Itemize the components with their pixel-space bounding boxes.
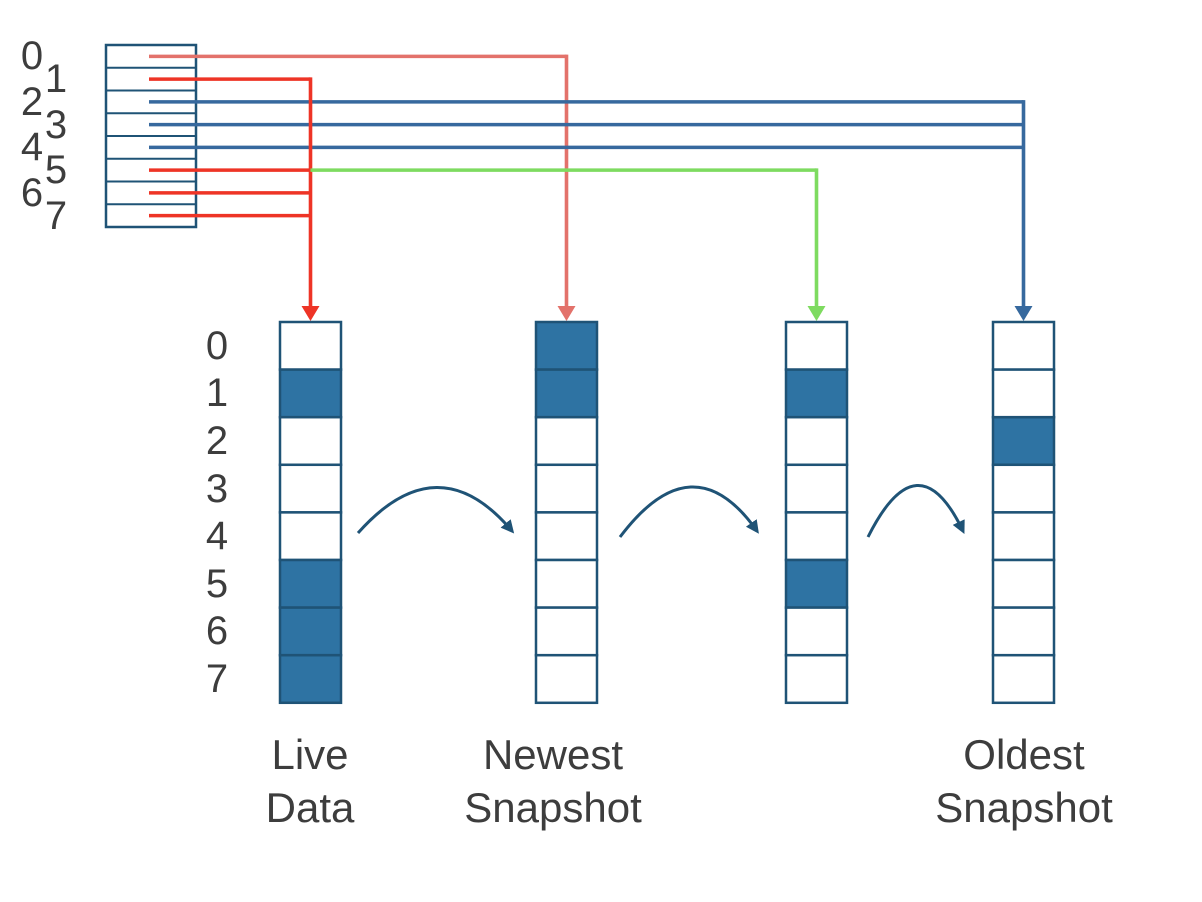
live-data-cell-2 <box>278 415 343 467</box>
middle-snapshot-cell-2 <box>784 415 849 467</box>
flow-arc-middle-snapshot-to-oldest-snapshot <box>866 484 965 538</box>
oldest-snapshot-cell-2 <box>991 415 1056 467</box>
flow-arc-live-data-to-newest-snapshot <box>356 486 515 534</box>
live-data-cell-6 <box>278 606 343 657</box>
live-data-cell-7 <box>278 653 343 705</box>
oldest-snapshot-cell-4 <box>991 511 1056 562</box>
live-data-cell-5 <box>278 558 343 609</box>
oldest-snapshot-cell-7 <box>991 653 1056 705</box>
down-arrowhead-red <box>301 306 320 321</box>
live-data-cell-1 <box>278 368 343 419</box>
middle-snapshot-cell-1 <box>784 368 849 419</box>
newest-snapshot-cell-3 <box>534 463 599 514</box>
down-arrowhead-blue <box>1014 306 1033 321</box>
newest-snapshot-cell-7 <box>534 653 599 705</box>
down-arrowhead-salmon <box>557 306 576 321</box>
oldest-snapshot-cell-5 <box>991 558 1056 609</box>
middle-snapshot-cell-3 <box>784 463 849 514</box>
down-arrowhead-green <box>807 306 826 321</box>
newest-snapshot-cell-6 <box>534 606 599 657</box>
oldest-snapshot-cell-6 <box>991 606 1056 657</box>
middle-snapshot-cell-7 <box>784 653 849 705</box>
live-data-cell-0 <box>278 320 343 371</box>
middle-snapshot-cell-0 <box>784 320 849 371</box>
newest-snapshot-cell-0 <box>534 320 599 371</box>
newest-snapshot-cell-2 <box>534 415 599 467</box>
oldest-snapshot-cell-1 <box>991 368 1056 419</box>
oldest-snapshot-cell-3 <box>991 463 1056 514</box>
live-data-cell-3 <box>278 463 343 514</box>
oldest-snapshot-cell-0 <box>991 320 1056 371</box>
middle-snapshot-cell-5 <box>784 558 849 609</box>
live-data-cell-4 <box>278 511 343 562</box>
newest-snapshot-cell-4 <box>534 511 599 562</box>
middle-snapshot-cell-6 <box>784 606 849 657</box>
flow-arc-newest-snapshot-to-middle-snapshot <box>618 485 759 538</box>
middle-snapshot-cell-4 <box>784 511 849 562</box>
newest-snapshot-cell-5 <box>534 558 599 609</box>
newest-snapshot-cell-1 <box>534 368 599 419</box>
